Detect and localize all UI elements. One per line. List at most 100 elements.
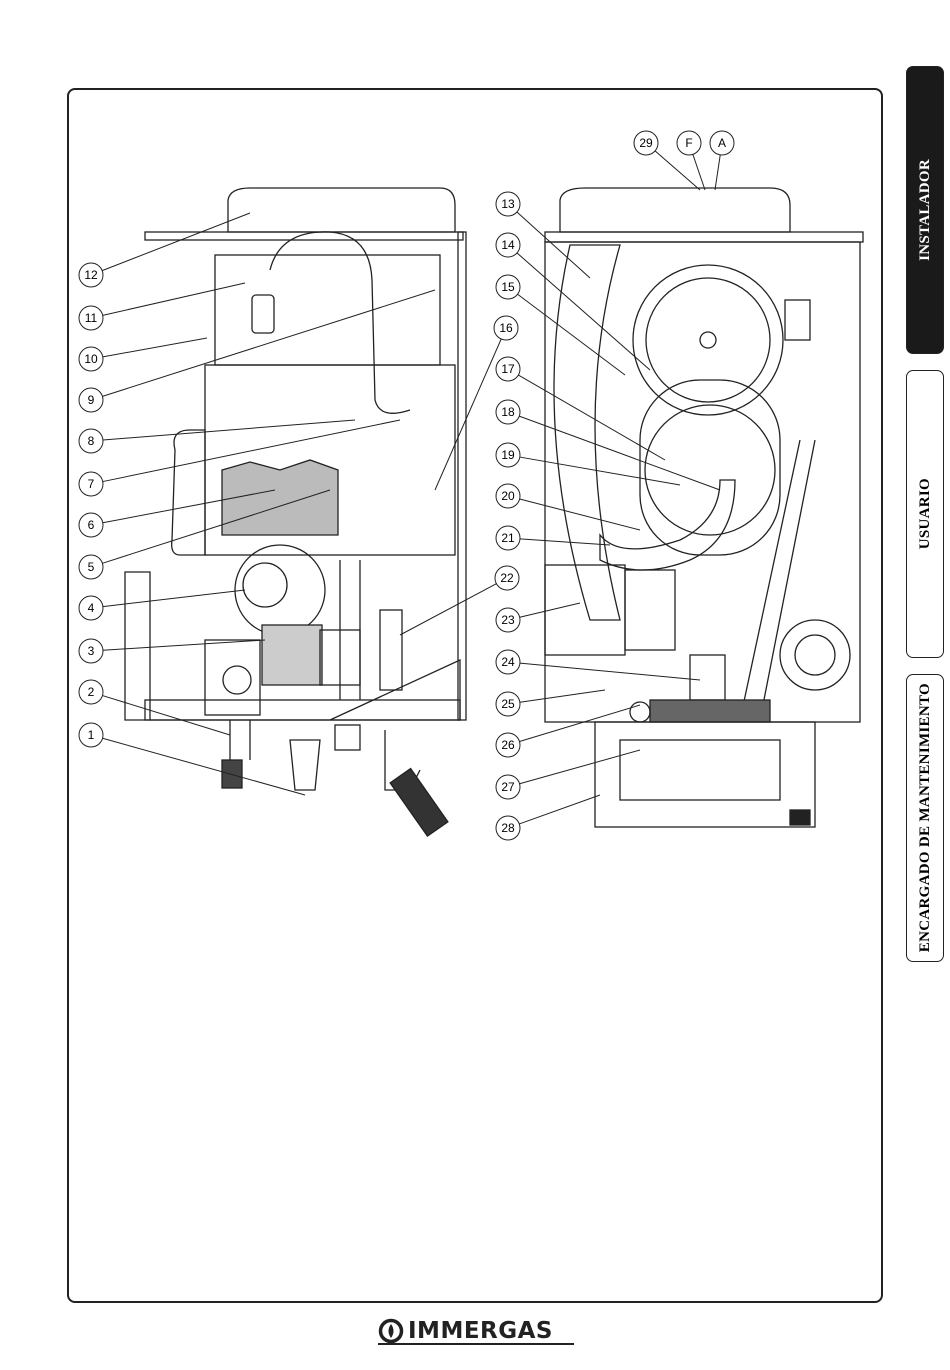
callout-15: 15: [495, 274, 626, 376]
leader-line: [519, 538, 611, 546]
leader-line: [516, 252, 651, 371]
callout-number: 29: [639, 136, 653, 150]
leader-line: [714, 154, 721, 191]
leader-line: [102, 289, 436, 397]
callout-number: 2: [88, 685, 95, 699]
leader-line: [519, 602, 581, 618]
callout-A: A: [709, 130, 735, 191]
leader-line: [519, 415, 721, 491]
callout-19: 19: [495, 442, 681, 486]
tab-label: USUARIO: [916, 478, 933, 550]
callout-number: 8: [88, 434, 95, 448]
callout-16: 16: [434, 315, 519, 491]
callout-number: 7: [88, 477, 95, 491]
leader-line: [102, 737, 306, 796]
callout-number: 22: [500, 571, 514, 585]
callout-number: A: [718, 136, 726, 150]
callout-circle: [495, 774, 521, 800]
callout-circle: [78, 428, 104, 454]
tab-usuario[interactable]: USUARIO: [906, 370, 944, 658]
leader-line: [519, 749, 641, 785]
callout-12: 12: [78, 212, 251, 288]
tab-instalador[interactable]: INSTALADOR: [906, 66, 944, 354]
callout-number: 27: [501, 780, 515, 794]
callout-11: 11: [78, 282, 246, 331]
callout-number: 15: [501, 280, 515, 294]
callout-circle: [495, 483, 521, 509]
callout-number: 5: [88, 560, 95, 574]
callout-circle: [78, 387, 104, 413]
leader-line: [519, 662, 701, 681]
figure-frame: [67, 88, 883, 1303]
callout-circle: [78, 554, 104, 580]
callout-number: 23: [501, 613, 515, 627]
callout-labels: 1234567891011121314151617181920212223242…: [78, 130, 735, 841]
left-view-boiler: [124, 187, 467, 838]
callout-23: 23: [495, 602, 581, 633]
callout-circle: [78, 512, 104, 538]
callout-circle: [495, 191, 521, 217]
leader-line: [102, 639, 266, 651]
callout-29: 29: [633, 130, 701, 191]
callout-F: F: [676, 130, 706, 191]
callout-circle: [709, 130, 735, 156]
callout-circle: [493, 315, 519, 341]
callout-number: 1: [88, 728, 95, 742]
callout-circle: [78, 346, 104, 372]
leader-line: [692, 154, 706, 191]
right-view-boiler: [544, 187, 864, 828]
callout-number: 13: [501, 197, 515, 211]
leader-line: [102, 419, 401, 483]
tab-label: INSTALADOR: [916, 159, 933, 261]
callout-circle: [495, 442, 521, 468]
leader-line: [518, 374, 666, 461]
callout-circle: [495, 232, 521, 258]
callout-number: F: [685, 136, 692, 150]
callout-1: 1: [78, 722, 306, 796]
callout-circle: [633, 130, 659, 156]
callout-10: 10: [78, 337, 208, 372]
leader-line: [102, 419, 356, 441]
callout-number: 14: [501, 238, 515, 252]
callout-number: 26: [501, 738, 515, 752]
callout-circle: [495, 649, 521, 675]
leader-line: [102, 337, 208, 358]
logo-underline: [378, 1343, 574, 1345]
callout-8: 8: [78, 419, 356, 454]
tab-encargado-de-mantenimiento[interactable]: ENCARGADO DE MANTENIMIENTO: [906, 674, 944, 962]
callout-number: 21: [501, 531, 515, 545]
flame-logo-icon: [378, 1318, 404, 1344]
leader-line: [102, 489, 276, 524]
callout-circle: [495, 815, 521, 841]
callout-5: 5: [78, 489, 331, 580]
callout-circle: [78, 595, 104, 621]
immergas-logo: IMMERGAS: [378, 1316, 574, 1346]
callout-7: 7: [78, 419, 401, 497]
callout-circle: [78, 679, 104, 705]
callout-21: 21: [495, 525, 611, 551]
callout-number: 19: [501, 448, 515, 462]
callout-number: 9: [88, 393, 95, 407]
callout-4: 4: [78, 589, 246, 621]
callout-3: 3: [78, 638, 266, 664]
callout-circle: [78, 262, 104, 288]
leader-line: [102, 282, 246, 316]
callout-circle: [495, 691, 521, 717]
callout-circle: [495, 732, 521, 758]
callout-circle: [495, 356, 521, 382]
callout-13: 13: [495, 191, 591, 279]
callout-17: 17: [495, 356, 666, 461]
callout-number: 6: [88, 518, 95, 532]
leader-line: [519, 498, 641, 531]
callout-circle: [78, 638, 104, 664]
callout-number: 12: [84, 268, 98, 282]
leader-line: [102, 695, 231, 736]
leader-line: [399, 583, 497, 636]
callout-27: 27: [495, 749, 641, 800]
callout-22: 22: [399, 565, 520, 636]
callout-number: 17: [501, 362, 515, 376]
callout-circle: [495, 274, 521, 300]
callout-number: 18: [501, 405, 515, 419]
callout-circle: [78, 722, 104, 748]
